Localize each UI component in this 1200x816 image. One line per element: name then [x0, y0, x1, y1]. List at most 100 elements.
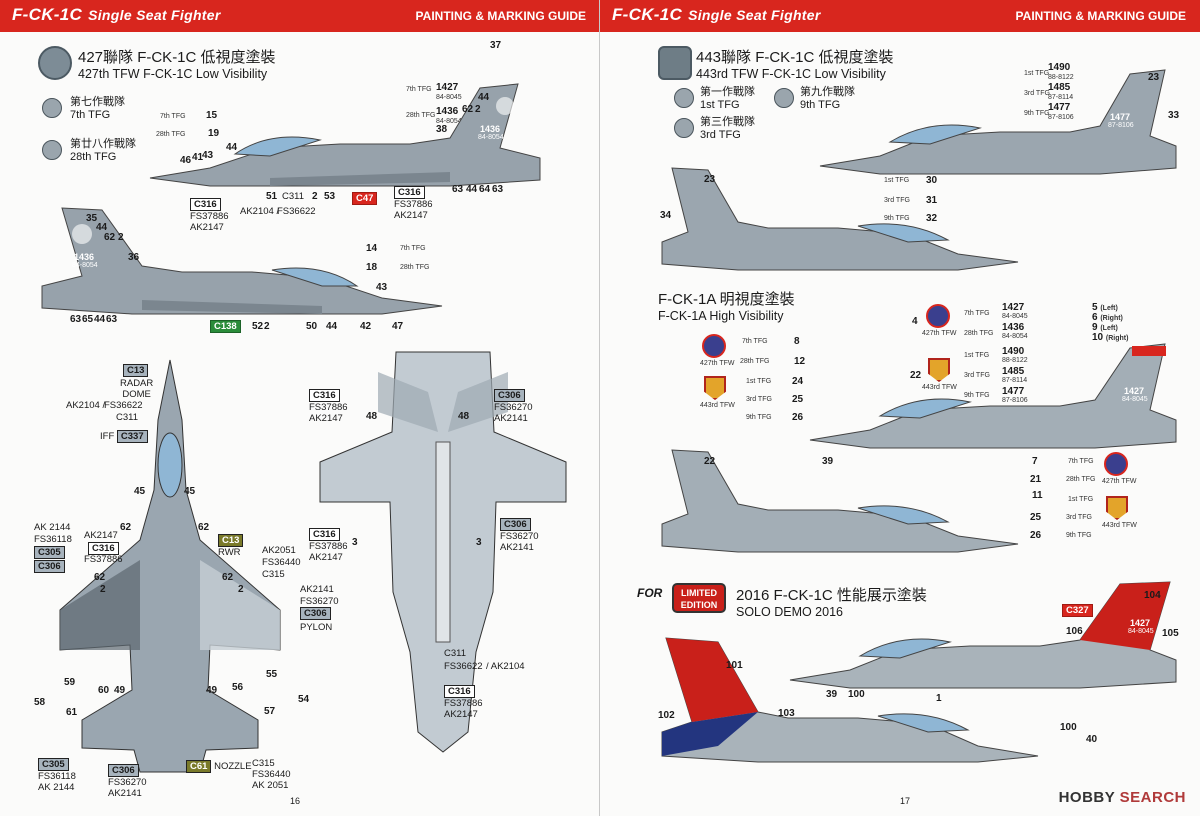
callout-106: 106: [1066, 626, 1083, 637]
443-tfw-shield-icon: [928, 358, 950, 382]
callout-42: 42: [360, 321, 372, 332]
callout-105: 105: [1162, 628, 1179, 639]
callout-51: 51: [266, 191, 278, 202]
427-tfw-roundel-icon: [926, 304, 950, 328]
color-code-ak2104: / AK2104: [486, 661, 525, 672]
callout-44: 44: [226, 142, 238, 153]
color-code-fs36622: FS36622: [104, 400, 143, 411]
callout-34: 34: [660, 210, 672, 221]
callout-2: 2: [312, 191, 318, 202]
callout-7: 7: [1032, 456, 1038, 467]
callout-19: 19: [208, 128, 220, 139]
side-view-upper-aircraft: [149, 83, 541, 187]
callout-2: 2: [118, 232, 124, 243]
tail-ref-serial: 1427: [436, 82, 459, 93]
callout-25: 25: [1030, 512, 1042, 523]
tail-serial: 1427: [1124, 386, 1145, 396]
443-tfw-shield-icon: [704, 376, 726, 400]
color-code-fs36270: FS36270: [300, 596, 339, 607]
427-wing-insignia: [38, 46, 72, 80]
color-chip-c138: C138: [210, 320, 241, 333]
callout-62: 62: [222, 572, 234, 583]
callout-53: 53: [324, 191, 336, 202]
callout-48: 48: [458, 411, 470, 422]
callout-56: 56: [232, 682, 244, 693]
callout-38: 38: [436, 124, 448, 135]
color-code-fs37886: FS37886: [84, 554, 123, 565]
color-chip-c306: C306: [494, 389, 525, 402]
model-title: F-CK-1C: [612, 5, 683, 24]
callout-46: 46: [180, 155, 192, 166]
callout-63: 63: [452, 184, 464, 195]
callout-63: 63: [106, 314, 118, 325]
color-chip-c305: C305: [38, 758, 69, 771]
callout-37: 37: [490, 40, 502, 51]
callout-61: 61: [66, 707, 78, 718]
callout-6: 6: [1092, 312, 1098, 323]
callout-62: 62: [94, 572, 106, 583]
model-subtitle: Single Seat Fighter: [688, 7, 821, 23]
callout-44: 44: [96, 222, 108, 233]
tail-ref-serial: 1436: [436, 106, 459, 117]
callout-group-7: 7th TFG: [400, 245, 426, 252]
callout-2: 2: [238, 584, 244, 595]
color-code-ak2104: AK2104 /: [66, 400, 106, 411]
tail-code: 87-8106: [1108, 122, 1134, 129]
guide-title: PAINTING & MARKING GUIDE: [415, 9, 586, 23]
callout-2: 2: [100, 584, 106, 595]
color-chip-c13: C13: [123, 364, 149, 377]
color-chip-c306: C306: [34, 560, 65, 573]
guide-title: PAINTING & MARKING GUIDE: [1015, 9, 1186, 23]
color-chip-c305: C305: [34, 546, 65, 559]
tail-code: 84-8045: [1122, 396, 1148, 403]
callout-63: 63: [492, 184, 504, 195]
427-tfw-roundel-icon: [1104, 452, 1128, 476]
color-code-ak2104: AK2104 /: [240, 206, 280, 217]
tail-serial: 1427: [1130, 618, 1151, 628]
callout-26: 26: [792, 412, 804, 423]
callout-62: 62: [462, 104, 474, 115]
callout-22: 22: [704, 456, 716, 467]
callout-12: 12: [794, 356, 806, 367]
side-view-443-lower: [661, 167, 1019, 271]
tail-serial: 1477: [1110, 112, 1131, 122]
color-chip-c316: C316: [190, 198, 221, 211]
callout-23: 23: [1148, 72, 1160, 83]
side-view-443-upper: [819, 69, 1177, 175]
callout-43: 43: [202, 150, 214, 161]
color-code-ak2051: AK2051: [262, 545, 296, 556]
color-chip-c316: C316: [88, 542, 119, 555]
color-code-ak2144: AK 2144: [34, 522, 71, 533]
callout-49: 49: [114, 685, 126, 696]
section-title-1a: F-CK-1A 明視度塗裝 F-CK-1A High Visibility: [658, 291, 795, 323]
callout-49: 49: [206, 685, 218, 696]
callout-25: 25: [792, 394, 804, 405]
callout-43: 43: [376, 282, 388, 293]
7th-tfg-emblem-icon: [42, 98, 62, 118]
color-code-fs36440: FS36440: [262, 557, 301, 568]
right-page: F-CK-1C Single Seat Fighter PAINTING & MA…: [600, 0, 1200, 816]
callout-14: 14: [366, 243, 378, 254]
callout-100: 100: [1060, 722, 1077, 733]
callout-9: 9: [1092, 322, 1098, 333]
callout-23: 23: [704, 174, 716, 185]
right-page-header: F-CK-1C Single Seat Fighter PAINTING & MA…: [600, 0, 1200, 32]
callout-57: 57: [264, 706, 276, 717]
bottom-view-aircraft: [319, 351, 567, 753]
callout-55: 55: [266, 669, 278, 680]
color-code-fs36118: FS36118: [34, 534, 72, 545]
callout-47: 47: [392, 321, 404, 332]
callout-40: 40: [1086, 734, 1098, 745]
color-code-c315: C315: [262, 569, 285, 580]
callout-1: 1: [936, 693, 942, 704]
callout-group-28: 28th TFG: [156, 131, 186, 138]
callout-64: 64: [479, 184, 491, 195]
callout-39: 39: [822, 456, 834, 467]
model-title: F-CK-1C: [12, 5, 83, 24]
callout-33: 33: [1168, 110, 1180, 121]
callout-45: 45: [184, 486, 196, 497]
callout-41: 41: [192, 152, 204, 163]
